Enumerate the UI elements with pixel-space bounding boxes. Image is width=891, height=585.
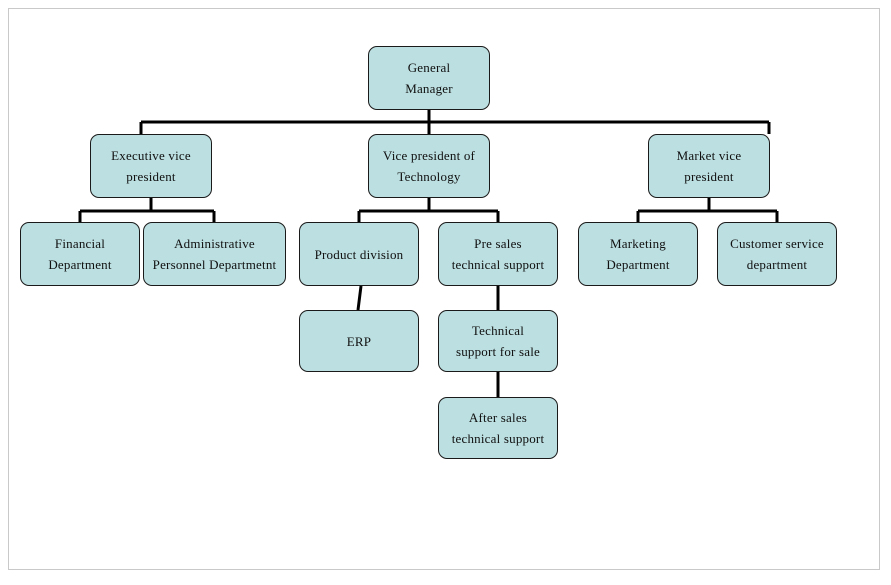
node-label-line: Vice president of xyxy=(382,148,476,163)
node-label-line: Technical xyxy=(471,323,525,338)
node-financial-department[interactable]: Financial Department xyxy=(20,222,140,286)
node-product-division[interactable]: Product division xyxy=(299,222,419,286)
node-label-line: Customer service xyxy=(730,236,824,251)
node-label-line: Market vice xyxy=(676,148,742,163)
node-label-line: Executive vice xyxy=(111,148,191,163)
node-label-line: Department xyxy=(606,257,670,272)
node-customer-service-department[interactable]: Customer service department xyxy=(717,222,837,286)
node-label-line: president xyxy=(684,169,734,184)
node-market-vice-president[interactable]: Market vice president xyxy=(648,134,770,198)
node-label-line: Technology xyxy=(397,169,461,184)
node-erp[interactable]: ERP xyxy=(299,310,419,372)
node-label-line: General xyxy=(407,60,451,75)
node-label-line: department xyxy=(746,257,808,272)
node-label-line: support for sale xyxy=(455,344,541,359)
node-label-line: Product division xyxy=(314,246,404,262)
node-label-line: Department xyxy=(48,257,112,272)
node-administrative-personnel-department[interactable]: Administrative Personnel Departmetnt xyxy=(143,222,286,286)
node-label-line: Pre sales xyxy=(474,236,522,251)
node-label-line: Personnel Departmetnt xyxy=(152,257,277,272)
node-label-line: Financial xyxy=(54,236,106,251)
node-label-line: Administrative xyxy=(174,236,255,251)
node-technical-support-for-sale[interactable]: Technical support for sale xyxy=(438,310,558,372)
node-marketing-department[interactable]: Marketing Department xyxy=(578,222,698,286)
node-label-line: president xyxy=(126,169,176,184)
node-pre-sales-technical-support[interactable]: Pre sales technical support xyxy=(438,222,558,286)
node-label-line: ERP xyxy=(346,333,372,349)
node-vice-president-of-technology[interactable]: Vice president of Technology xyxy=(368,134,490,198)
node-label-line: technical support xyxy=(451,257,545,272)
node-general-manager[interactable]: General Manager xyxy=(368,46,490,110)
connector-product-division-to-erp xyxy=(356,285,363,311)
node-label-line: technical support xyxy=(451,431,545,446)
node-label-line: After sales xyxy=(468,410,528,425)
node-after-sales-technical-support[interactable]: After sales technical support xyxy=(438,397,558,459)
node-label-line: Marketing xyxy=(610,236,666,251)
node-label-line: Manager xyxy=(405,81,453,96)
node-executive-vice-president[interactable]: Executive vice president xyxy=(90,134,212,198)
